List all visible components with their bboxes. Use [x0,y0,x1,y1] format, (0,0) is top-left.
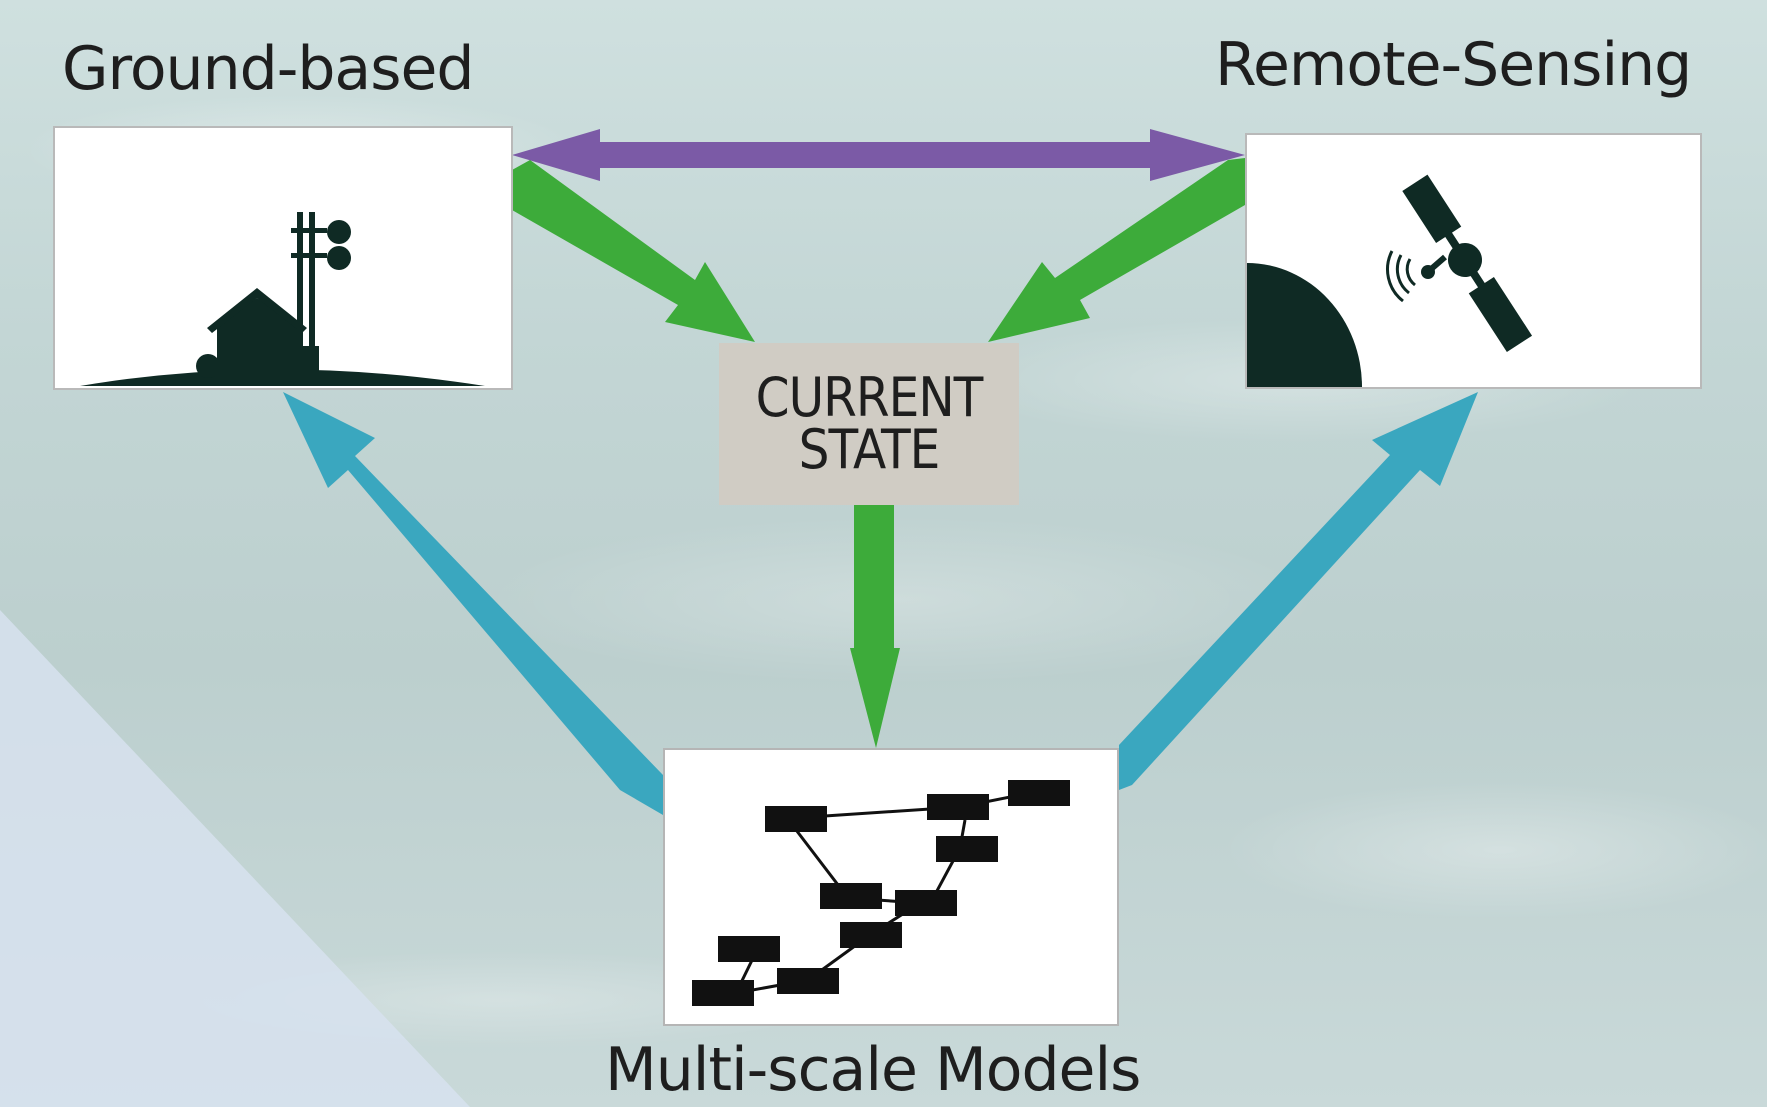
ground-based-panel [53,126,513,390]
network-graph-icon [692,780,1070,1006]
ground-based-label: Ground-based [62,34,474,104]
arrow-ground-current [512,160,755,342]
current-state-line2: STATE [798,418,941,481]
arrow-ground-remote [512,129,1245,181]
weather-station-icon [80,212,485,386]
satellite-icon [1247,174,1533,387]
current-state-box: CURRENT STATE [719,343,1019,505]
current-state-line1: CURRENT [755,366,984,429]
arrow-remote-current [988,158,1245,342]
arrow-models-remote [1119,392,1478,790]
multi-scale-models-label: Multi-scale Models [605,1035,1141,1105]
multi-scale-models-panel [663,748,1119,1026]
remote-sensing-panel [1245,133,1702,389]
arrow-current-models [850,505,900,748]
remote-sensing-label: Remote-Sensing [1215,30,1692,100]
arrow-models-ground [283,392,663,815]
